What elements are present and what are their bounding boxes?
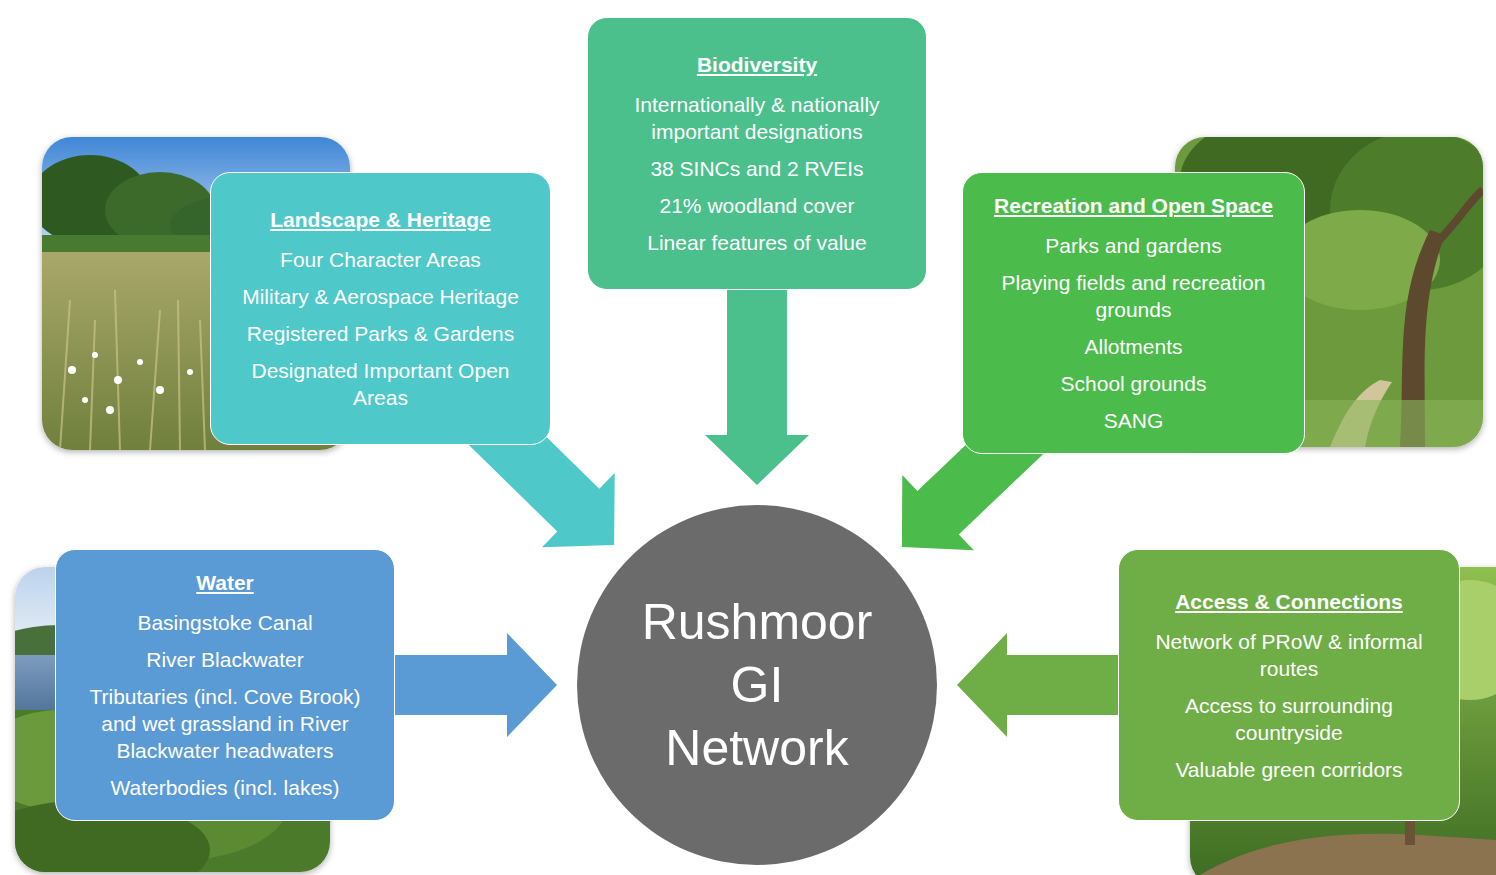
theme-box: Landscape & HeritageFour Character Areas…: [210, 172, 551, 445]
theme-box: Recreation and Open SpaceParks and garde…: [962, 172, 1305, 454]
box-item: Parks and gardens: [1045, 232, 1221, 259]
box-item: School grounds: [1061, 370, 1207, 397]
box-item: Tributaries (incl. Cove Brook) and wet g…: [72, 683, 378, 764]
theme-box: WaterBasingstoke CanalRiver BlackwaterTr…: [55, 549, 395, 821]
box-item: Allotments: [1084, 333, 1182, 360]
hub-circle: Rushmoor GI Network: [577, 505, 937, 865]
box-heading: Access & Connections: [1175, 588, 1403, 615]
box-item: Linear features of value: [647, 229, 866, 256]
box-item: Waterbodies (incl. lakes): [110, 774, 339, 801]
box-item: Designated Important Open Areas: [227, 357, 534, 411]
box-item: Network of PRoW & informal routes: [1135, 628, 1443, 682]
box-item: Playing fields and recreation grounds: [979, 269, 1288, 323]
box-item: Basingstoke Canal: [137, 609, 312, 636]
box-item: 38 SINCs and 2 RVEIs: [650, 155, 863, 182]
box-item: Valuable green corridors: [1175, 756, 1402, 783]
box-item: Access to surrounding countryside: [1135, 692, 1443, 746]
box-item: River Blackwater: [146, 646, 304, 673]
box-heading: Recreation and Open Space: [994, 192, 1273, 219]
box-item: SANG: [1104, 407, 1164, 434]
theme-box: BiodiversityInternationally & nationally…: [587, 17, 927, 290]
box-heading: Biodiversity: [697, 51, 817, 78]
box-item: 21% woodland cover: [660, 192, 855, 219]
box-item: Military & Aerospace Heritage: [242, 283, 519, 310]
box-item: Registered Parks & Gardens: [247, 320, 514, 347]
box-heading: Landscape & Heritage: [270, 206, 491, 233]
hub-title: Rushmoor GI Network: [637, 591, 877, 780]
theme-box: Access & ConnectionsNetwork of PRoW & in…: [1118, 549, 1460, 821]
box-heading: Water: [196, 569, 254, 596]
box-item: Internationally & nationally important d…: [604, 91, 910, 145]
box-item: Four Character Areas: [280, 246, 481, 273]
